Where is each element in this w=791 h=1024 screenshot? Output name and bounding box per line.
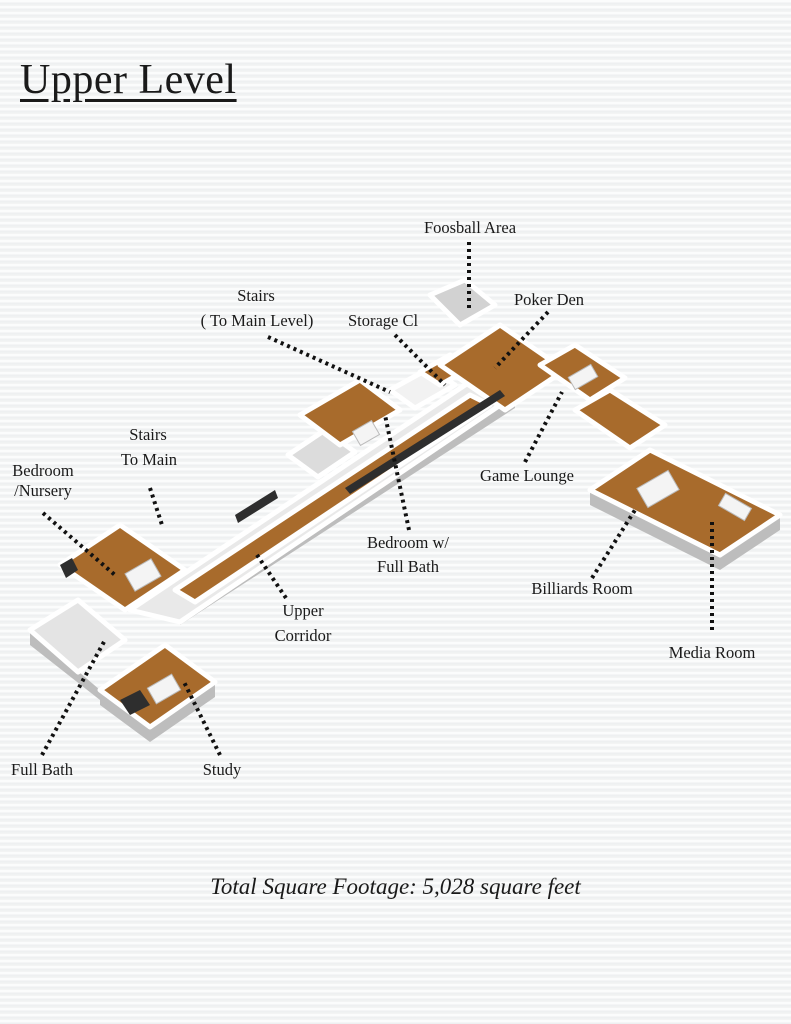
label-stairs-to-main: Stairs bbox=[129, 425, 167, 444]
label-upper-corridor: Upper bbox=[282, 601, 324, 620]
leader-upper-corridor bbox=[253, 550, 288, 600]
label-billiards-room: Billiards Room bbox=[531, 579, 633, 598]
label-full-bath: Full Bath bbox=[11, 760, 73, 779]
leader-lines bbox=[40, 242, 714, 756]
total-square-footage: Total Square Footage: 5,028 square feet bbox=[210, 874, 581, 899]
label-stairs-main-level: Stairs bbox=[237, 286, 275, 305]
leader-game-lounge bbox=[523, 391, 564, 463]
page-title: Upper Level bbox=[20, 57, 237, 103]
label-media-room: Media Room bbox=[668, 643, 756, 662]
leader-full-bath bbox=[40, 639, 107, 756]
label-stairs-main-level-sub: ( To Main Level) bbox=[200, 311, 314, 330]
label-bedroom-full-bath: Bedroom w/ bbox=[366, 533, 450, 552]
label-upper-corridor-sub: Corridor bbox=[274, 626, 332, 645]
leader-stairs-main-level bbox=[267, 335, 391, 394]
label-bedroom-full-bath-sub: Full Bath bbox=[377, 557, 439, 576]
label-poker-den: Poker Den bbox=[513, 290, 585, 309]
room-bedroom-nursery bbox=[57, 522, 188, 613]
leader-storage bbox=[393, 333, 447, 387]
furniture bbox=[124, 363, 753, 705]
room-bedroom-bath bbox=[297, 377, 403, 448]
leader-stairs-to-main bbox=[148, 487, 164, 526]
label-foosball-area: Foosball Area bbox=[423, 218, 517, 237]
label-bedroom-nursery-sub: /Nursery bbox=[14, 481, 72, 500]
leader-bedroom-nursery bbox=[41, 511, 117, 577]
leader-bedroom-bath bbox=[383, 414, 411, 531]
label-bedroom-nursery: Bedroom bbox=[12, 461, 74, 480]
leader-poker-den bbox=[493, 310, 550, 370]
room-full-bath bbox=[27, 597, 128, 675]
room-billiards-media bbox=[587, 447, 783, 558]
label-game-lounge: Game Lounge bbox=[480, 466, 574, 485]
wall-accents bbox=[60, 390, 505, 715]
label-storage-closet: Storage Cl bbox=[347, 311, 419, 330]
label-stairs-to-main-sub: To Main bbox=[120, 450, 178, 469]
room-foosball bbox=[427, 277, 498, 328]
room-right-corridor bbox=[572, 387, 668, 451]
label-study: Study bbox=[202, 760, 242, 779]
